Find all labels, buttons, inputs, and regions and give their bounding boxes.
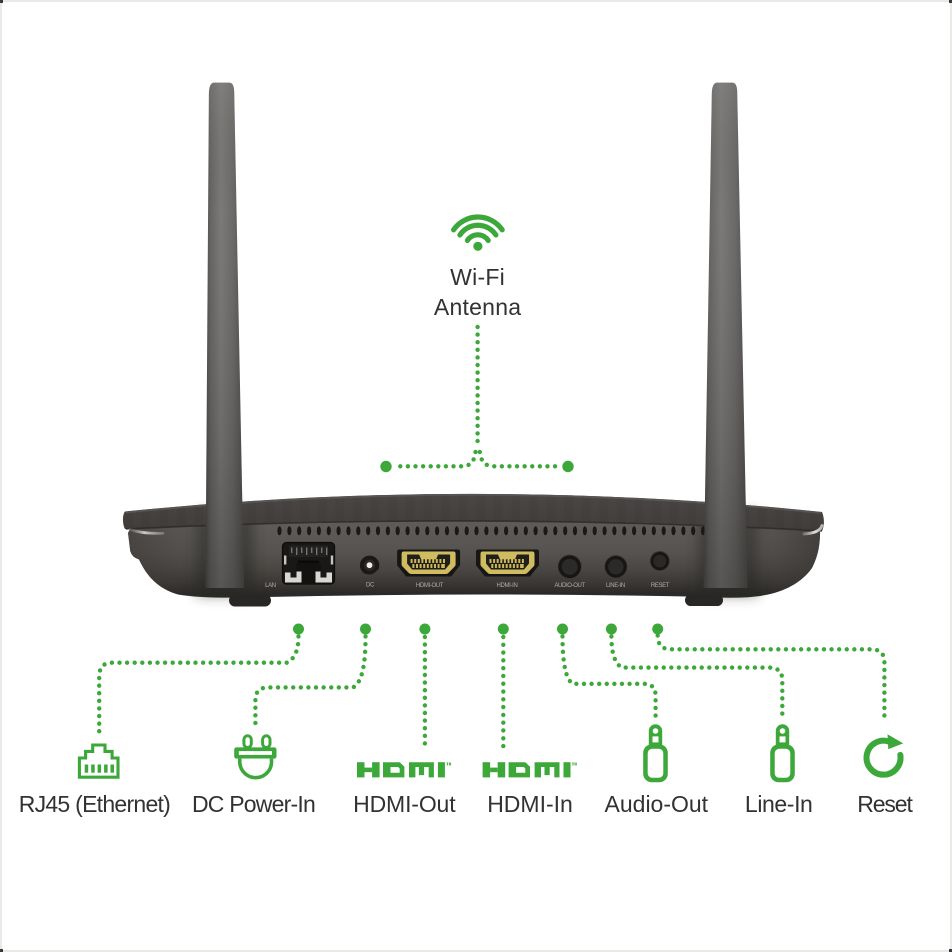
svg-text:LINE-IN: LINE-IN <box>606 583 625 589</box>
svg-text:LAN: LAN <box>265 583 276 589</box>
svg-text:HDMI-IN: HDMI-IN <box>497 583 518 589</box>
svg-text:HDMI-OUT: HDMI-OUT <box>416 583 444 589</box>
svg-text:RESET: RESET <box>651 583 670 589</box>
svg-text:DC: DC <box>366 582 375 588</box>
svg-text:AUDIO-OUT: AUDIO-OUT <box>554 583 585 589</box>
